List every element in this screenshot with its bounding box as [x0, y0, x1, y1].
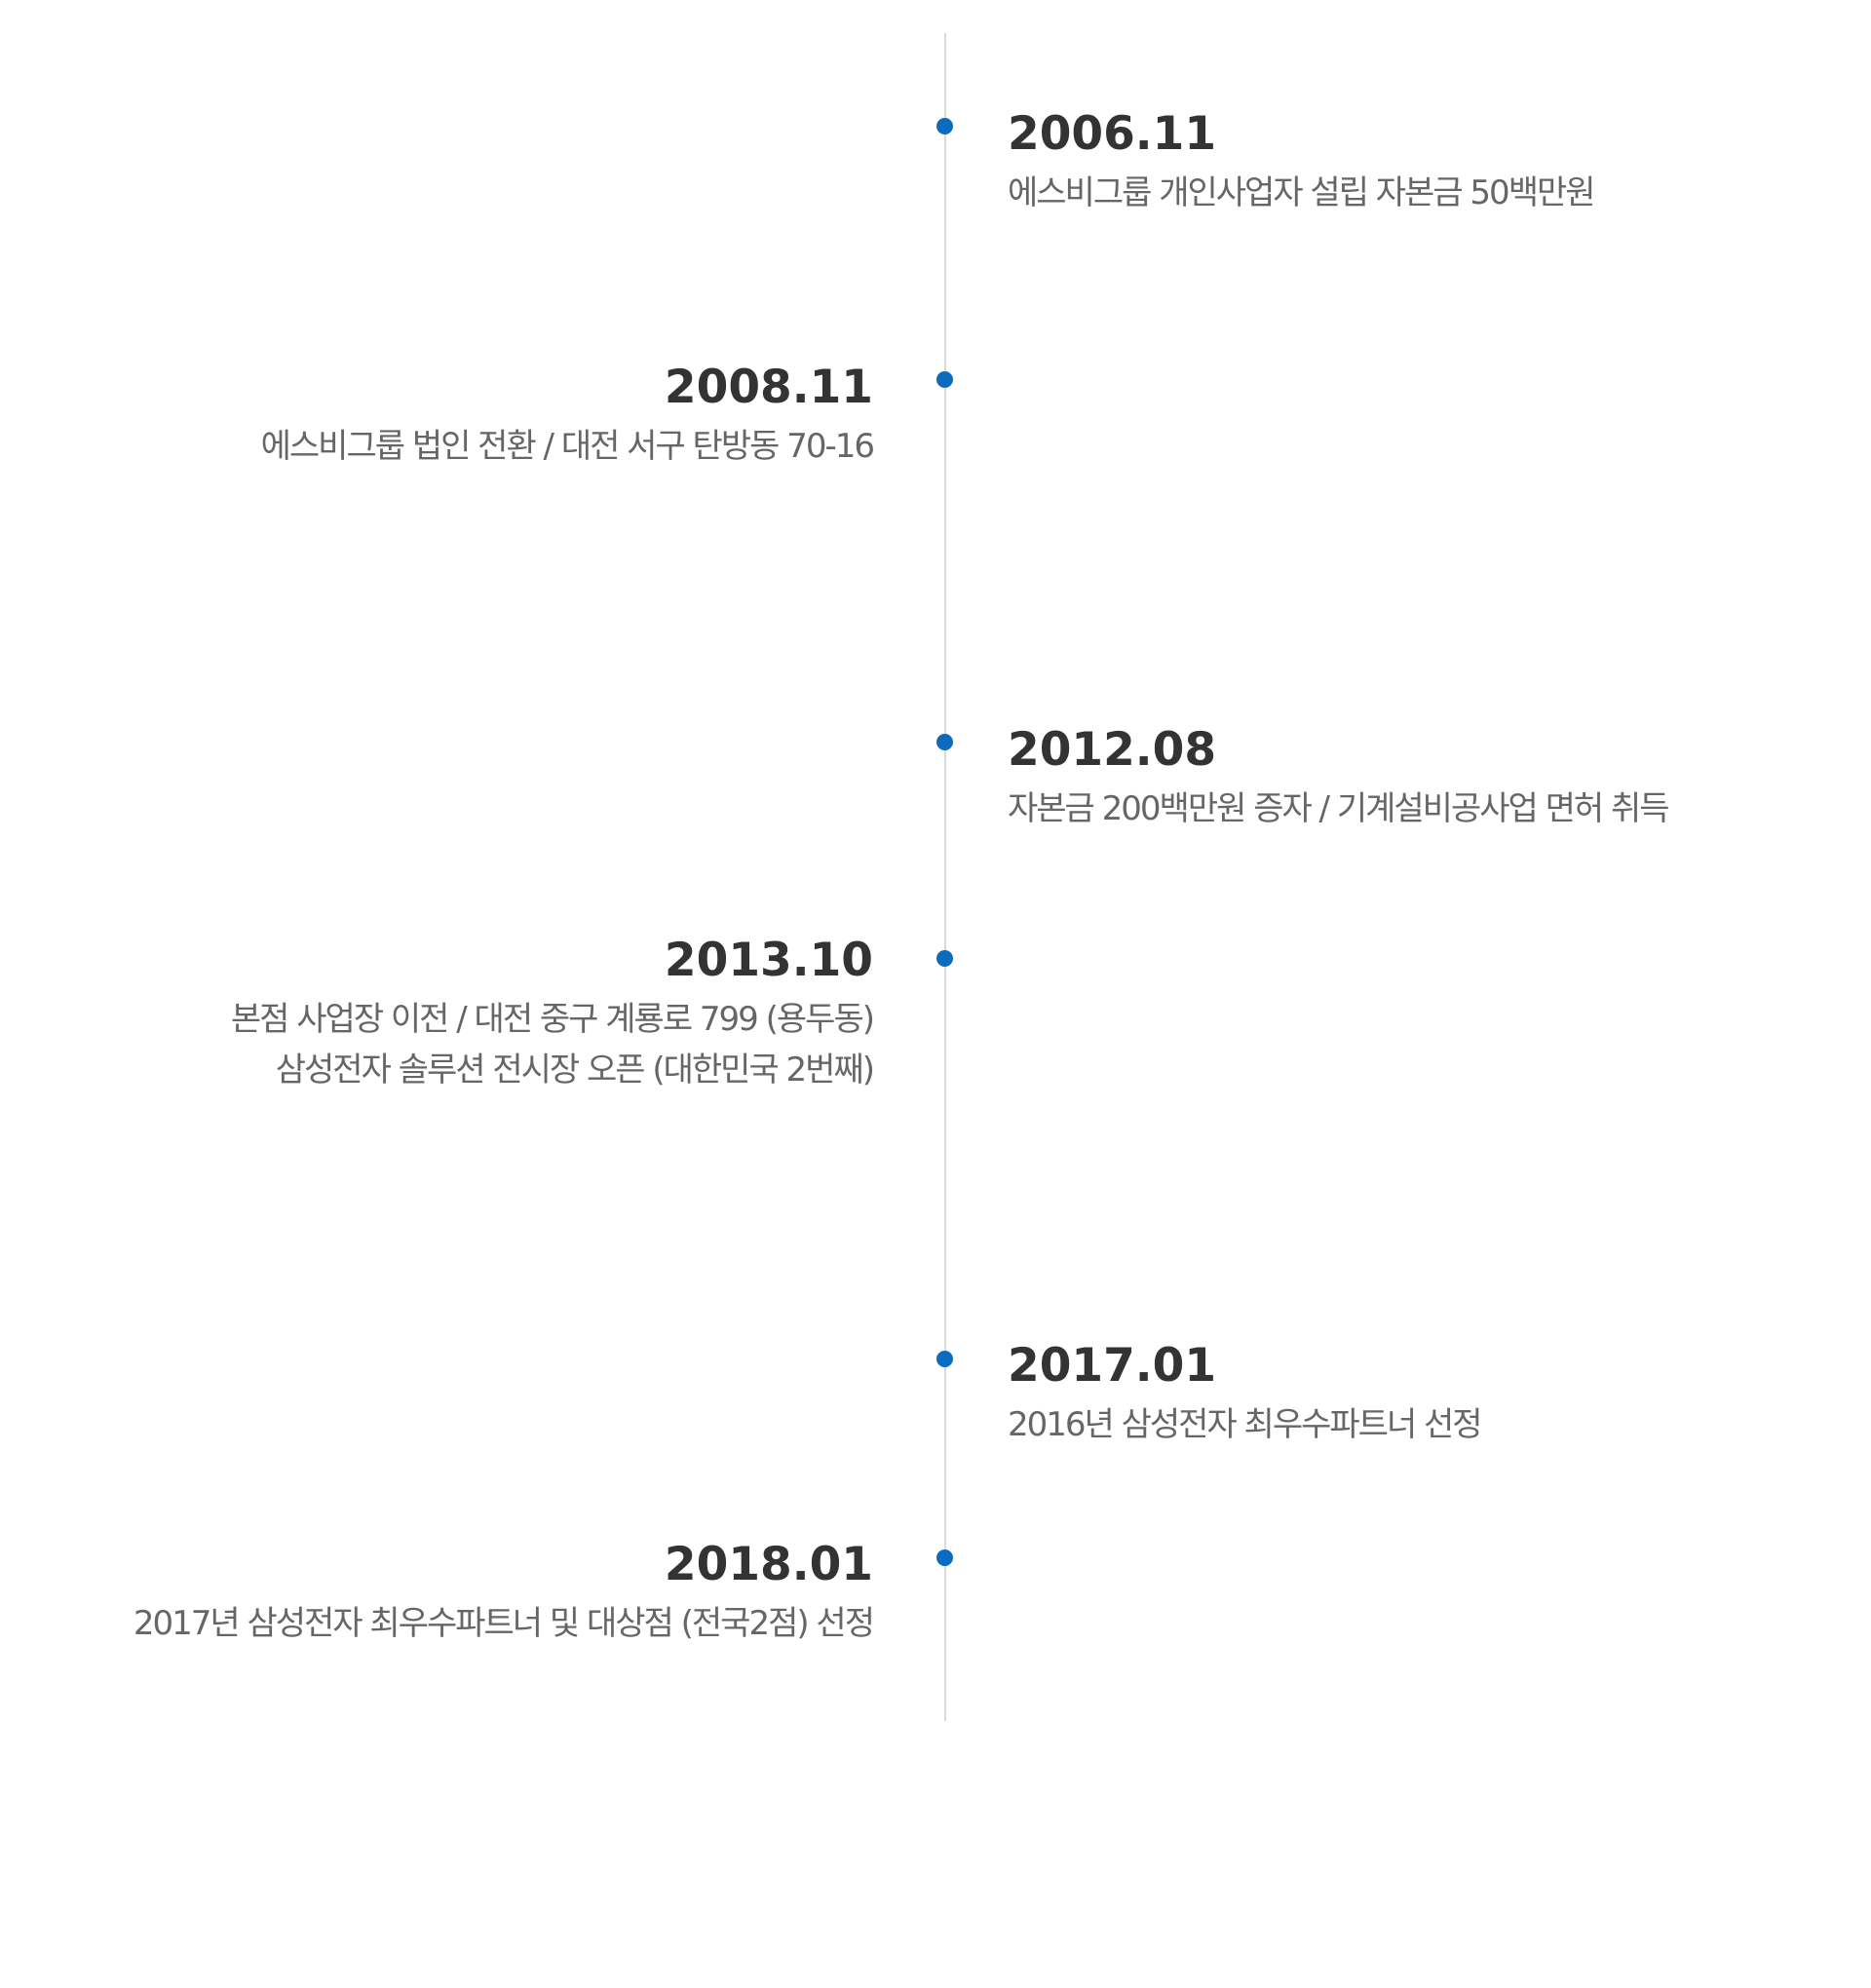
timeline-year: 2006.11: [1008, 107, 1217, 161]
timeline-year: 2012.08: [1008, 723, 1217, 777]
timeline-description: 2017년 삼성전자 최우수파트너 및 대상점 (전국2점) 선정: [0, 1598, 875, 1649]
timeline-description-line: 에스비그룹 법인 전환 / 대전 서구 탄방동 70-16: [260, 427, 875, 466]
timeline-line: [944, 33, 946, 1721]
timeline-dot: [936, 118, 953, 134]
timeline-entry-content: 2013.10 본점 사업장 이전 / 대전 중구 계룡로 799 (용두동) …: [0, 934, 875, 1095]
timeline-dot: [936, 734, 953, 750]
timeline-year: 2017.01: [1008, 1339, 1217, 1393]
timeline-entry-content: 2018.01 2017년 삼성전자 최우수파트너 및 대상점 (전국2점) 선…: [0, 1538, 875, 1649]
timeline-description: 본점 사업장 이전 / 대전 중구 계룡로 799 (용두동) 삼성전자 솔루션…: [0, 994, 875, 1095]
timeline-entry-content: 2006.11 에스비그룹 개인사업자 설립 자본금 50백만원: [1008, 107, 1596, 218]
timeline-description: 에스비그룹 개인사업자 설립 자본금 50백만원: [1008, 168, 1596, 218]
timeline-entry-content: 2012.08 자본금 200백만원 증자 / 기계설비공사업 면허 취득: [1008, 723, 1670, 834]
timeline-description-line: 2016년 삼성전자 최우수파트너 선정: [1008, 1405, 1483, 1444]
timeline-dot: [936, 371, 953, 388]
timeline-year: 2008.11: [664, 361, 873, 414]
timeline-description: 2016년 삼성전자 최우수파트너 선정: [1008, 1399, 1483, 1450]
timeline-entry-content: 2017.01 2016년 삼성전자 최우수파트너 선정: [1008, 1339, 1483, 1450]
timeline-description-line: 본점 사업장 이전 / 대전 중구 계룡로 799 (용두동): [230, 1000, 875, 1039]
timeline-description-line: 에스비그룹 개인사업자 설립 자본금 50백만원: [1008, 173, 1596, 212]
timeline-description-line: 삼성전자 솔루션 전시장 오픈 (대한민국 2번째): [275, 1051, 875, 1090]
timeline-dot: [936, 950, 953, 967]
timeline-description-line: 자본금 200백만원 증자 / 기계설비공사업 면허 취득: [1008, 789, 1670, 828]
timeline-dot: [936, 1549, 953, 1566]
timeline-description: 에스비그룹 법인 전환 / 대전 서구 탄방동 70-16: [0, 421, 875, 472]
timeline-dot: [936, 1351, 953, 1367]
timeline-entry-content: 2008.11 에스비그룹 법인 전환 / 대전 서구 탄방동 70-16: [0, 361, 875, 472]
timeline-year: 2018.01: [664, 1538, 873, 1591]
timeline-description-line: 2017년 삼성전자 최우수파트너 및 대상점 (전국2점) 선정: [133, 1604, 875, 1643]
timeline-description: 자본금 200백만원 증자 / 기계설비공사업 면허 취득: [1008, 784, 1670, 834]
timeline-year: 2013.10: [664, 934, 873, 987]
